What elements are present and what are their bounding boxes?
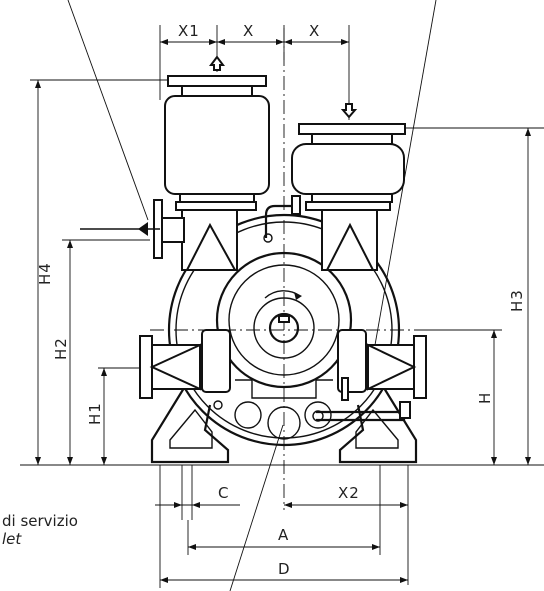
dim-label-h4: H4 (36, 262, 54, 285)
pump-body (150, 213, 418, 464)
h2-dimension (62, 239, 150, 465)
dim-label-c: C (218, 484, 229, 502)
right-separator-tank (291, 123, 406, 271)
flow-arrows (209, 55, 358, 119)
dim-label-h3: H3 (508, 289, 526, 312)
right-side-flange (365, 335, 427, 399)
dim-label-x-right: X (309, 22, 320, 40)
left-separator-tank (164, 75, 270, 271)
dim-label-x-left: X (243, 22, 254, 40)
left-side-discharge (80, 199, 185, 259)
dim-label-d: D (278, 560, 291, 578)
h-dimension (420, 329, 502, 465)
dim-label-a: A (278, 526, 289, 544)
service-note-english: let (2, 530, 22, 548)
dim-label-x1: X1 (178, 22, 200, 40)
dim-label-x2: X2 (338, 484, 360, 502)
dim-label-h: H (476, 392, 494, 404)
small-piping (263, 195, 411, 422)
left-side-flange (139, 335, 203, 399)
dim-label-h1: H1 (86, 402, 104, 425)
bottom-dimensions (155, 465, 409, 588)
dim-label-h2: H2 (52, 337, 70, 360)
h3-dimension (405, 127, 544, 465)
service-note-italian: di servizio (2, 512, 78, 530)
